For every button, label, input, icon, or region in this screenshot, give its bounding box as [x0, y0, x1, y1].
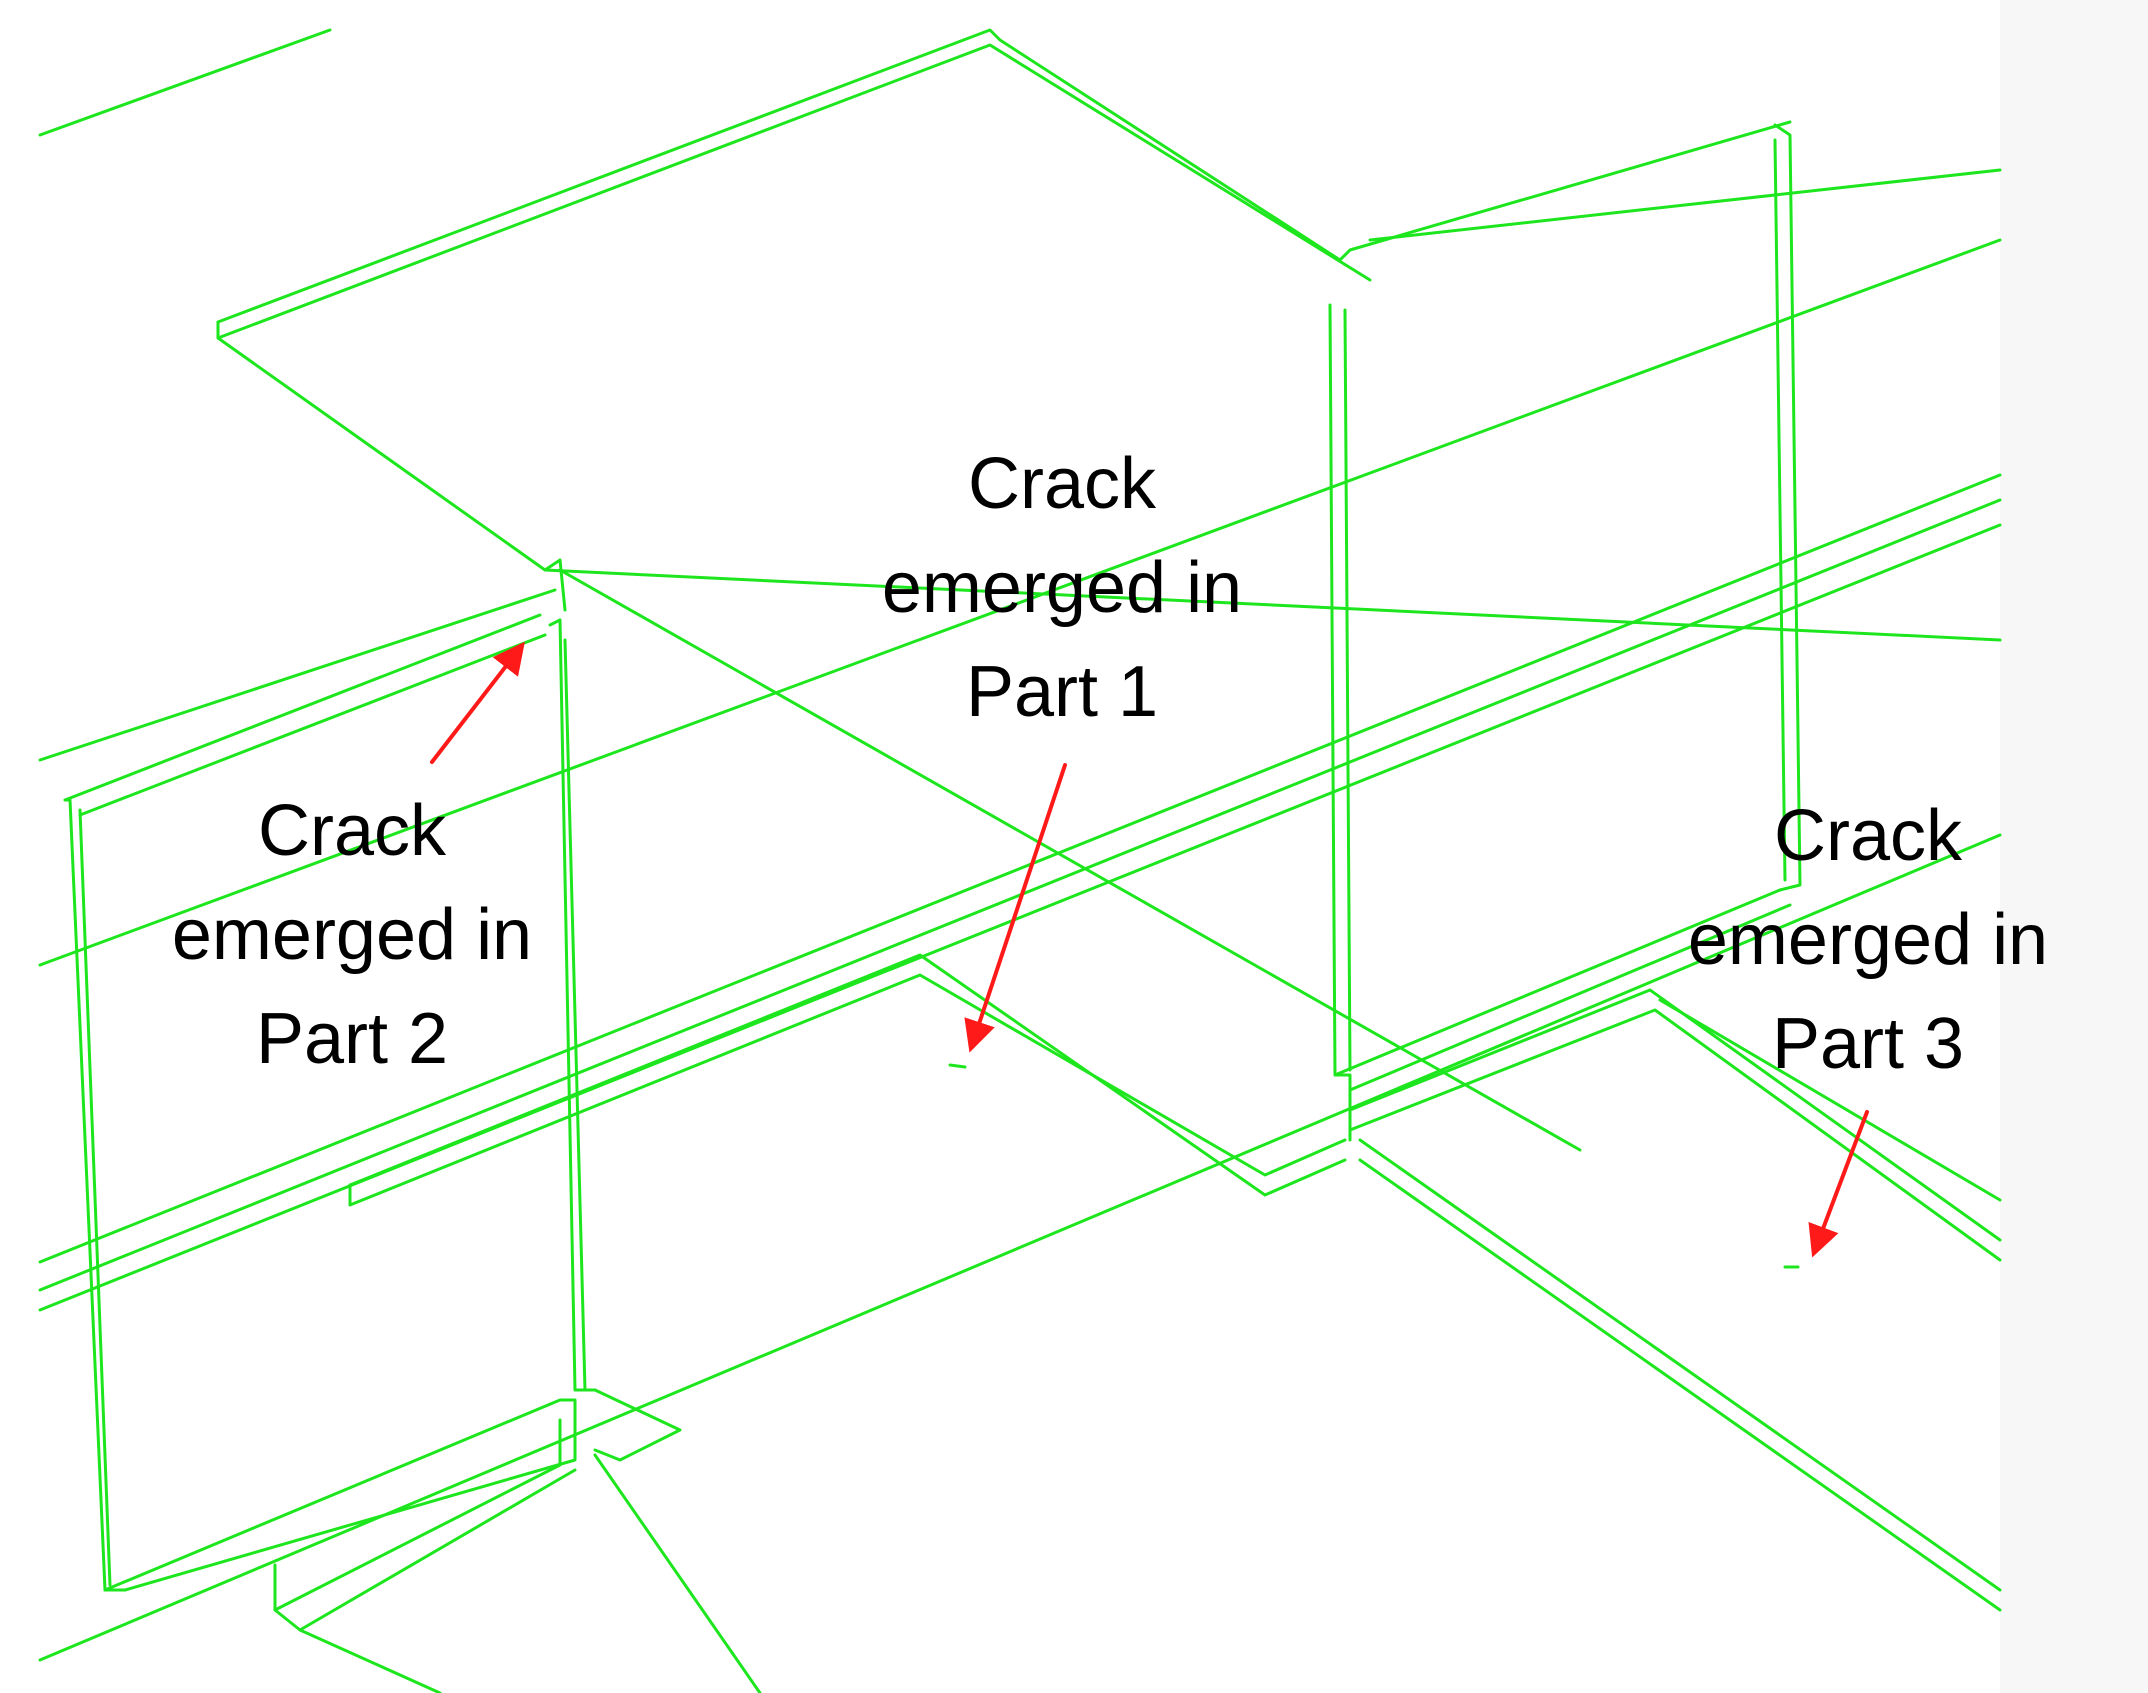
wire-right-lower-diagonal — [1358, 1138, 2002, 1592]
label-part2-line2: emerged in — [172, 895, 532, 975]
wire-left-web-inner — [78, 808, 112, 1587]
wire-right-channel-b — [1348, 1008, 2002, 1262]
side-panel — [2000, 0, 2148, 1693]
wire-left-web-top-b — [78, 633, 547, 817]
wire-right-web-far-outer — [1773, 123, 1802, 892]
wire-top-flange-back — [543, 568, 2002, 642]
wire-mid-channel-b — [348, 973, 1347, 1207]
wire-top-flange-front — [216, 320, 567, 612]
label-part1-line3: Part 1 — [966, 652, 1158, 732]
arrow-part1 — [964, 763, 1067, 1053]
crack-mark-part1 — [948, 1063, 967, 1069]
wire-upper-long-diagonal — [38, 238, 2002, 967]
wire-top-flange-outer — [216, 28, 1792, 324]
wire-right-lower-diagonal-b — [1358, 1158, 2002, 1612]
label-part3-line1: Crack — [1774, 796, 1963, 876]
wire-lower-left-diag — [593, 1453, 762, 1693]
wire-lower-left-flange-b — [593, 1388, 682, 1462]
wire-bottom-left-diag — [298, 1628, 442, 1693]
label-part3-line2: emerged in — [1688, 900, 2048, 980]
wire-mid-channel-a — [348, 953, 1347, 1197]
wire-right-channel-a — [1348, 988, 2002, 1242]
wire-left-web-top-c — [38, 588, 557, 762]
wire-right-web-inner — [1343, 308, 1352, 1072]
wire-left-web-top-a — [63, 613, 542, 802]
wire-lower-long-diagonal — [38, 833, 2002, 1662]
wire-top-flange-inner — [216, 43, 1372, 340]
wire-right-web-bottom-b — [1348, 903, 1792, 1092]
wire-right-channel-c — [1658, 998, 2002, 1202]
label-part1-line2: emerged in — [882, 548, 1242, 628]
wire-central-beam-a — [38, 473, 2002, 1264]
wire-right-web-far-inner — [1773, 138, 1787, 882]
wire-bottom-left-step — [273, 1418, 562, 1612]
arrow-part2 — [430, 641, 525, 764]
label-part2-line1: Crack — [258, 791, 447, 871]
label-part1-line1: Crack — [968, 444, 1157, 524]
wire-left-post — [548, 618, 597, 1392]
wire-right-top-edge — [1368, 168, 2002, 242]
crack-arrows — [430, 641, 1869, 1258]
arrow-part3 — [1808, 1110, 1869, 1258]
crack-labels: Crack emerged in Part 1 Crack emerged in… — [172, 444, 2048, 1084]
label-part3-line3: Part 3 — [1772, 1004, 1964, 1084]
wire-lower-left-flange-a — [103, 1398, 577, 1592]
wire-bottom-left-step-b — [273, 1468, 577, 1632]
wire-diagonal-through-center — [558, 568, 1582, 1152]
wire-right-web-outer — [1328, 303, 1352, 1142]
wire-left-post-inner — [563, 638, 587, 1392]
label-part2-line3: Part 2 — [256, 999, 448, 1079]
wire-top-left-edge — [38, 28, 332, 137]
wire-right-web-bottom-a — [1333, 888, 1782, 1077]
